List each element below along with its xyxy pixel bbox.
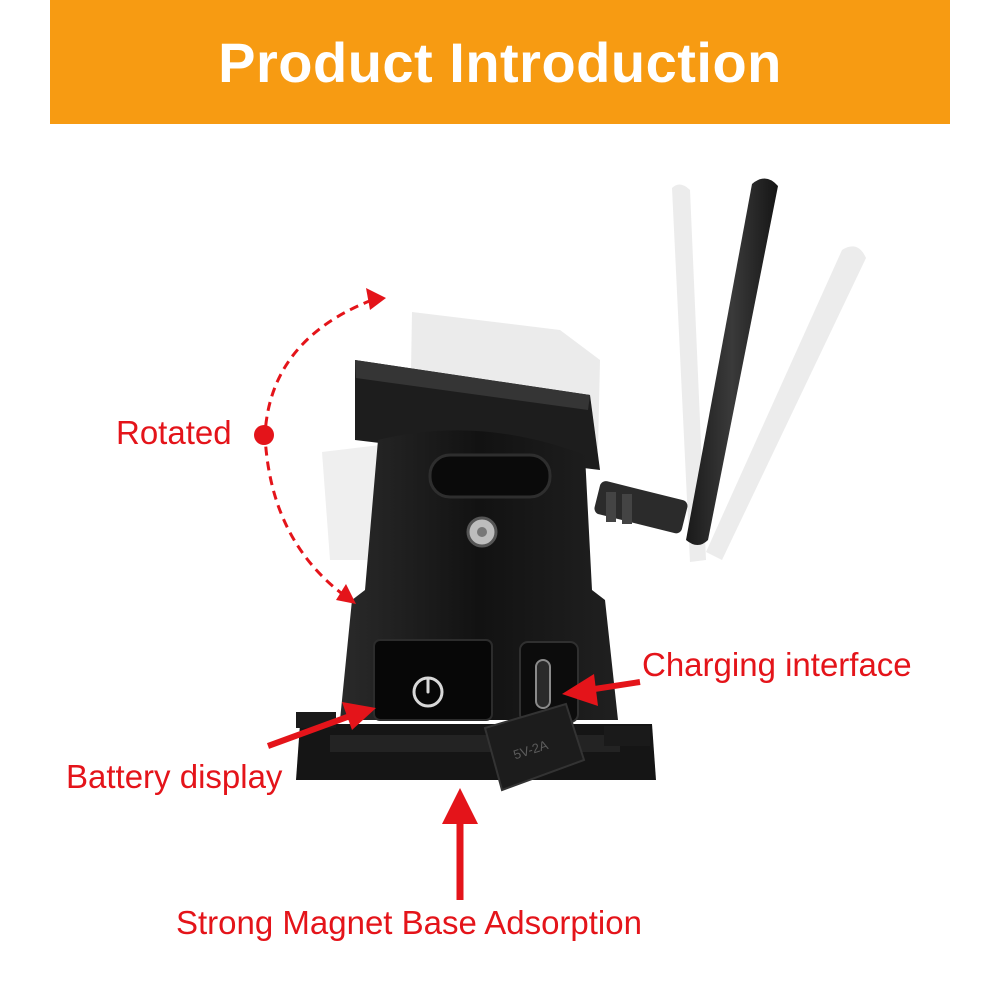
charging-arrow-icon <box>562 674 641 706</box>
magnet-arrow-icon <box>442 788 478 900</box>
ghost-antenna-right <box>706 246 866 560</box>
power-icon <box>412 676 444 708</box>
port-cap: 5V-2A <box>483 702 586 792</box>
magnet-base-label: Strong Magnet Base Adsorption <box>176 904 642 941</box>
title-banner: Product Introduction <box>50 0 950 124</box>
antenna-connector <box>594 481 688 534</box>
rotation-arc-icon <box>254 288 386 604</box>
banner-title: Product Introduction <box>218 30 782 94</box>
usb-c-port <box>519 641 579 723</box>
battery-display-label: Battery display <box>66 758 283 795</box>
rotated-label: Rotated <box>116 414 232 451</box>
antenna <box>686 178 778 545</box>
charging-interface-label: Charging interface <box>642 646 912 683</box>
ghost-antenna-left <box>672 184 706 562</box>
battery-arrow-icon <box>266 702 376 749</box>
